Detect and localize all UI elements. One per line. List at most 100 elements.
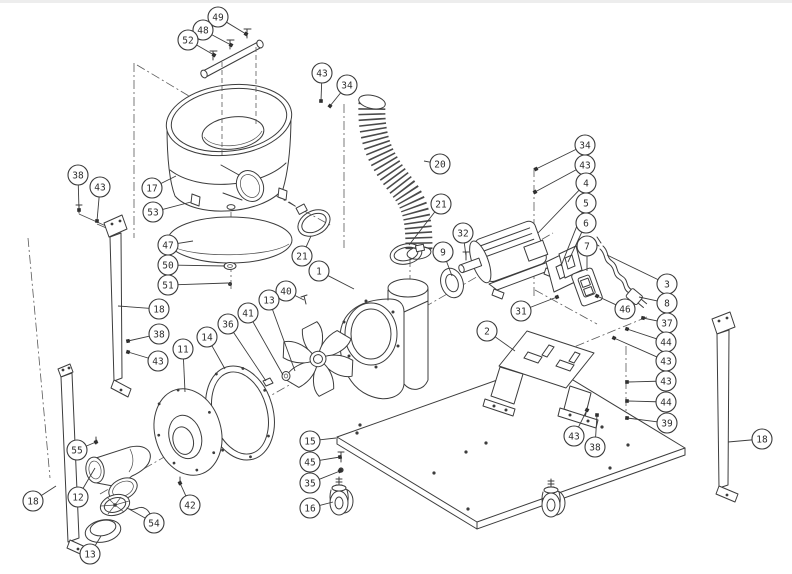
callout-number: 14 xyxy=(201,332,213,343)
part-hose-clamp-right xyxy=(389,243,432,265)
part-bracket-right xyxy=(711,311,739,503)
callout-number: 11 xyxy=(177,344,189,355)
callout-balloon xyxy=(584,436,606,458)
callout-39: 39 xyxy=(624,412,678,434)
callout-number: 45 xyxy=(304,457,315,468)
fastener-point xyxy=(125,349,131,355)
callout-20: 20 xyxy=(423,153,451,175)
part-switch-bracket xyxy=(558,245,583,279)
callout-number: 47 xyxy=(162,240,173,251)
callout-balloon xyxy=(432,241,454,263)
callout-15: 15 xyxy=(299,430,337,452)
callout-53: 53 xyxy=(142,201,192,223)
callout-number: 51 xyxy=(162,280,174,291)
callout-balloon xyxy=(336,74,358,96)
callout-47: 47 xyxy=(157,234,194,256)
fastener-point xyxy=(532,189,538,195)
callout-number: 41 xyxy=(242,308,254,319)
callout-38: 38 xyxy=(584,413,606,458)
callout-number: 43 xyxy=(94,182,105,193)
callout-balloon xyxy=(147,350,169,372)
callout-balloon xyxy=(275,280,297,302)
callout-balloon xyxy=(299,451,321,473)
callout-number: 12 xyxy=(72,492,83,503)
callout-43: 43 xyxy=(125,349,169,372)
callout-54: 54 xyxy=(128,508,165,534)
callout-34: 34 xyxy=(533,134,596,172)
callout-21: 21 xyxy=(408,193,452,246)
callout-13: 13 xyxy=(79,535,102,565)
callout-balloon xyxy=(67,164,89,186)
callout-48: 48 xyxy=(192,19,234,48)
fastener-point xyxy=(177,480,183,486)
callout-number: 17 xyxy=(146,183,157,194)
callout-number: 7 xyxy=(584,241,590,252)
callout-42: 42 xyxy=(177,480,201,516)
callout-43: 43 xyxy=(532,154,596,195)
callout-number: 4 xyxy=(583,178,589,189)
callout-number: 48 xyxy=(197,25,209,36)
callout-balloon xyxy=(237,302,259,324)
fastener-point xyxy=(594,293,600,299)
callout-balloon xyxy=(179,494,201,516)
part-cover-lid xyxy=(84,519,122,543)
callout-balloon xyxy=(22,490,44,512)
callout-41: 41 xyxy=(237,302,284,376)
callout-balloon xyxy=(172,338,194,360)
callout-balloon xyxy=(308,260,330,282)
part-motor-mount xyxy=(482,330,599,429)
callout-balloon xyxy=(751,428,773,450)
part-base-plate xyxy=(336,362,686,530)
callout-5: 5 xyxy=(560,192,597,267)
callout-6: 6 xyxy=(567,212,597,263)
callout-44: 44 xyxy=(625,391,677,413)
callout-38: 38 xyxy=(125,323,170,345)
callout-number: 43 xyxy=(568,431,579,442)
part-switch xyxy=(571,267,603,307)
callout-balloon xyxy=(655,370,677,392)
callout-balloon xyxy=(89,176,111,198)
part-inlet-flange xyxy=(153,388,223,476)
callout-36: 36 xyxy=(217,313,267,382)
callout-balloon xyxy=(291,245,313,267)
callout-9: 9 xyxy=(432,241,454,277)
callout-49: 49 xyxy=(207,6,249,37)
callout-43: 43 xyxy=(311,62,333,103)
fastener-point xyxy=(319,99,323,103)
callout-balloon xyxy=(258,289,280,311)
part-flex-hose xyxy=(358,94,433,260)
callout-17: 17 xyxy=(141,175,177,199)
callout-11: 11 xyxy=(172,338,194,393)
callout-balloon xyxy=(299,472,321,494)
callout-12: 12 xyxy=(67,467,96,508)
callout-number: 49 xyxy=(212,12,224,23)
callout-number: 35 xyxy=(304,478,315,489)
fastener-point xyxy=(624,415,630,421)
callout-balloon xyxy=(79,543,101,565)
callout-31: 31 xyxy=(510,294,560,322)
callout-number: 31 xyxy=(515,306,527,317)
callout-46: 46 xyxy=(594,293,636,320)
callout-balloon xyxy=(476,320,498,342)
part-drum-lid xyxy=(167,216,293,286)
fastener-point xyxy=(77,208,81,212)
fastener-point xyxy=(243,31,249,37)
part-impeller xyxy=(282,321,354,397)
callout-number: 18 xyxy=(27,496,39,507)
callout-number: 37 xyxy=(661,318,672,329)
callout-number: 13 xyxy=(84,549,95,560)
callout-balloon xyxy=(452,222,474,244)
callout-number: 18 xyxy=(153,304,165,315)
callout-balloon xyxy=(575,212,597,234)
callout-14: 14 xyxy=(196,326,226,370)
callout-balloon xyxy=(141,177,163,199)
fastener-point xyxy=(595,413,599,417)
callout-number: 6 xyxy=(583,218,589,229)
callout-52: 52 xyxy=(177,29,217,58)
fastener-point xyxy=(327,103,333,109)
callout-21: 21 xyxy=(291,235,313,267)
callout-50: 50 xyxy=(157,254,226,276)
callout-balloon xyxy=(299,430,321,452)
